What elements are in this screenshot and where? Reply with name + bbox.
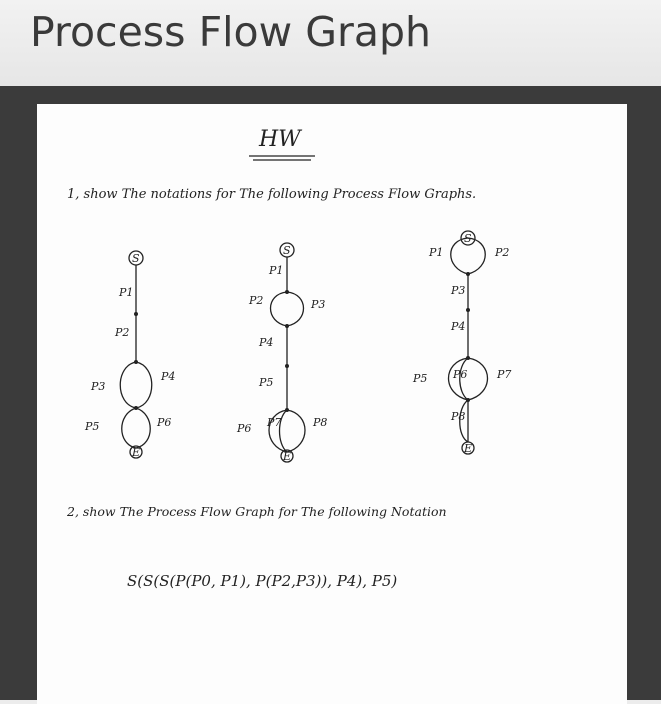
label-p2: P2 (248, 294, 263, 307)
label-p5: P5 (412, 372, 427, 385)
question-1: 1, show The notations for The following … (67, 187, 476, 202)
question-2: 2, show The Process Flow Graph for The f… (66, 504, 447, 519)
label-p8: P8 (450, 410, 465, 423)
start-node (460, 230, 476, 246)
edge-p8 (459, 399, 469, 443)
heading-hw: HW (258, 127, 303, 152)
label-p1: P1 (428, 246, 443, 259)
edge-p5 (121, 407, 137, 449)
end-label: E (282, 450, 291, 463)
end-node (461, 441, 475, 455)
label-p3: P3 (310, 298, 325, 311)
flow-graph-1: S P1 P2 P3 P4 P5 P6 E (84, 250, 175, 459)
label-p7: P7 (266, 416, 281, 429)
label-p5: P5 (84, 420, 99, 433)
edge-p2 (270, 291, 288, 327)
edge-p6 (135, 407, 151, 449)
flow-graph-3: S P1 P2 P3 P4 P5 P6 P7 P8 (412, 230, 511, 455)
label-p5: P5 (258, 376, 273, 389)
edge-p3 (119, 361, 137, 409)
edge-p3 (286, 291, 304, 327)
start-label: S (283, 244, 291, 257)
edge-p6 (459, 357, 469, 401)
end-label: E (131, 446, 140, 459)
label-p7: P7 (496, 368, 511, 381)
photo-frame: HW 1, show The notations for The followi… (0, 86, 661, 704)
label-p8: P8 (312, 416, 327, 429)
label-p6: P6 (236, 422, 251, 435)
edge-p7 (467, 357, 489, 401)
label-p2: P2 (114, 326, 129, 339)
label-p4: P4 (450, 320, 465, 333)
handwritten-content: HW 1, show The notations for The followi… (66, 127, 511, 590)
edge-p2 (467, 237, 486, 275)
page-title: Process Flow Graph (30, 8, 431, 56)
edge-p5 (447, 357, 469, 401)
label-p4: P4 (258, 336, 273, 349)
end-node (280, 449, 294, 463)
label-p4: P4 (160, 370, 175, 383)
label-p6: P6 (156, 416, 171, 429)
end-node (129, 445, 143, 459)
edge-p6 (268, 409, 288, 453)
notation-expression: S(S(S(P(P0, P1), P(P2,P3)), P4), P5) (127, 572, 397, 590)
node (285, 364, 289, 368)
label-p3: P3 (90, 380, 105, 393)
edge-p8 (286, 409, 306, 453)
node (134, 312, 138, 316)
label-p2: P2 (494, 246, 509, 259)
label-p1: P1 (268, 264, 283, 277)
node (466, 308, 470, 312)
label-p3: P3 (450, 284, 465, 297)
edge-p1 (450, 237, 469, 275)
end-label: E (463, 442, 472, 455)
homework-sheet: HW 1, show The notations for The followi… (37, 104, 627, 704)
label-p6: P6 (452, 368, 467, 381)
flow-graph-2: S P1 P2 P3 P4 P5 P6 P7 P8 (236, 242, 327, 463)
start-label: S (132, 252, 140, 265)
label-p1: P1 (118, 286, 133, 299)
title-bar: Process Flow Graph (0, 0, 661, 87)
edge-p4 (135, 361, 153, 409)
edge-p7 (278, 409, 288, 453)
